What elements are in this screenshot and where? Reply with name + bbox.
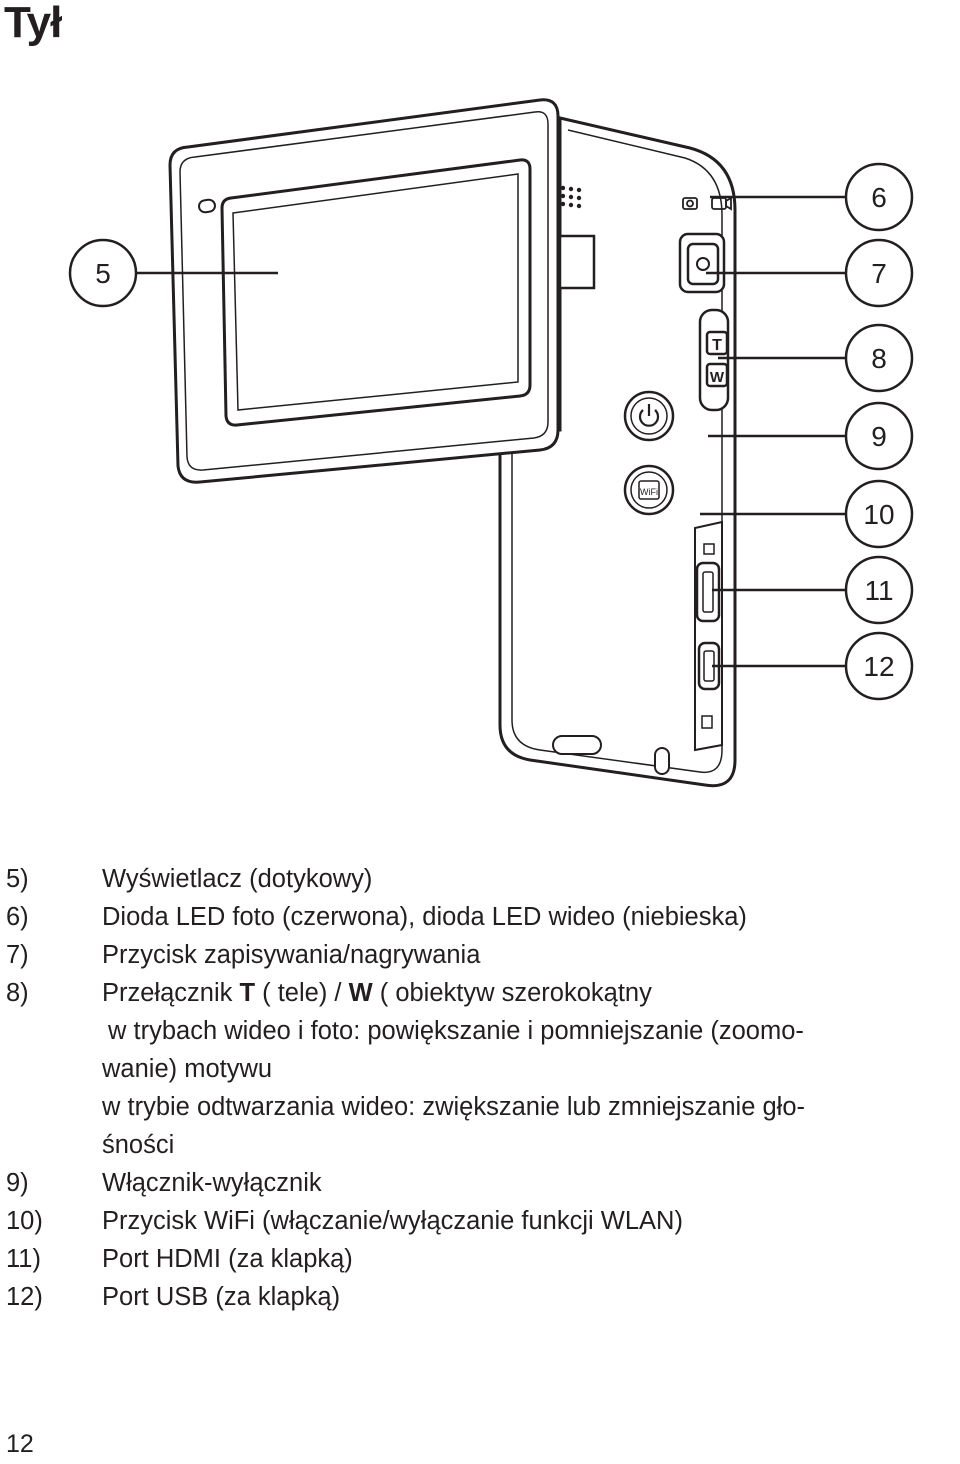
item-detail: śności xyxy=(102,1131,175,1159)
callout-6: 6 xyxy=(844,162,914,232)
camera-body xyxy=(498,116,737,788)
wide-label: W xyxy=(710,369,725,386)
item-detail: w trybie odtwarzania wideo: zwiększanie … xyxy=(102,1093,805,1121)
svg-text:7: 7 xyxy=(871,258,887,289)
callout-12: 12 xyxy=(844,631,914,701)
hdmi-port xyxy=(695,543,721,623)
callout-10: 10 xyxy=(844,479,914,549)
callout-9: 9 xyxy=(844,401,914,471)
callout-11: 11 xyxy=(844,555,914,625)
item-number: 5) xyxy=(6,865,29,893)
callout-8: 8 xyxy=(844,323,914,393)
item-number: 9) xyxy=(6,1169,29,1197)
list-item: 10) Przycisk WiFi (włączanie/wyłączanie … xyxy=(6,1202,956,1240)
list-item: 5) Wyświetlacz (dotykowy) xyxy=(6,860,956,898)
item-number: 12) xyxy=(6,1283,43,1311)
callout-5: 5 xyxy=(68,238,138,308)
camera-illustration: T W WiFi xyxy=(0,85,960,805)
svg-text:12: 12 xyxy=(863,651,894,682)
leader-lines xyxy=(136,195,846,668)
page-number: 12 xyxy=(6,1430,34,1458)
item-text: Dioda LED foto (czerwona), dioda LED wid… xyxy=(102,903,747,931)
touch-display xyxy=(168,98,560,484)
list-item: 6) Dioda LED foto (czerwona), dioda LED … xyxy=(6,898,956,936)
list-item: 11) Port HDMI (za klapką) xyxy=(6,1240,956,1278)
callout-7: 7 xyxy=(844,238,914,308)
item-text: Port USB (za klapką) xyxy=(102,1283,341,1311)
list-item: 12) Port USB (za klapką) xyxy=(6,1278,956,1316)
power-icon xyxy=(638,404,660,427)
item-text: Port HDMI (za klapką) xyxy=(102,1245,353,1273)
item-detail: wanie) motywu xyxy=(102,1055,273,1083)
item-number: 6) xyxy=(6,903,29,931)
item-text: Włącznik-wyłącznik xyxy=(102,1169,322,1197)
svg-text:9: 9 xyxy=(871,421,887,452)
item-text: Wyświetlacz (dotykowy) xyxy=(102,865,373,893)
svg-text:11: 11 xyxy=(864,575,893,606)
item-text: Przycisk WiFi (włączanie/wyłączanie funk… xyxy=(102,1207,683,1235)
speaker-grille-icon xyxy=(560,185,582,209)
item-text: Przycisk zapisywania/nagrywania xyxy=(102,941,481,969)
list-item: 7) Przycisk zapisywania/nagrywania xyxy=(6,936,956,974)
item-detail: w trybach wideo i foto: powiększanie i p… xyxy=(108,1017,804,1045)
item-number: 8) xyxy=(6,979,29,1007)
power-button xyxy=(623,390,675,442)
list-item: 8) Przełącznik T ( tele) / W ( obiektyw … xyxy=(6,974,956,1164)
zoom-switch: T W xyxy=(698,308,730,412)
item-text: Przełącznik T ( tele) / W ( obiektyw sze… xyxy=(102,979,652,1007)
page-title: Tył xyxy=(4,0,62,47)
wifi-button: WiFi xyxy=(623,464,675,516)
list-item: 9) Włącznik-wyłącznik xyxy=(6,1164,956,1202)
parts-list: 5) Wyświetlacz (dotykowy) 6) Dioda LED f… xyxy=(6,860,956,1316)
svg-text:6: 6 xyxy=(871,182,887,213)
record-button xyxy=(678,232,726,294)
wifi-label: WiFi xyxy=(640,487,658,497)
tele-label: T xyxy=(712,337,722,354)
item-number: 10) xyxy=(6,1207,43,1235)
item-number: 11) xyxy=(6,1245,41,1273)
svg-text:10: 10 xyxy=(863,499,894,530)
svg-text:8: 8 xyxy=(871,343,887,374)
item-number: 7) xyxy=(6,941,29,969)
usb-port xyxy=(697,641,721,729)
camera-drawing: T W WiFi xyxy=(68,98,914,788)
svg-text:5: 5 xyxy=(95,258,111,289)
